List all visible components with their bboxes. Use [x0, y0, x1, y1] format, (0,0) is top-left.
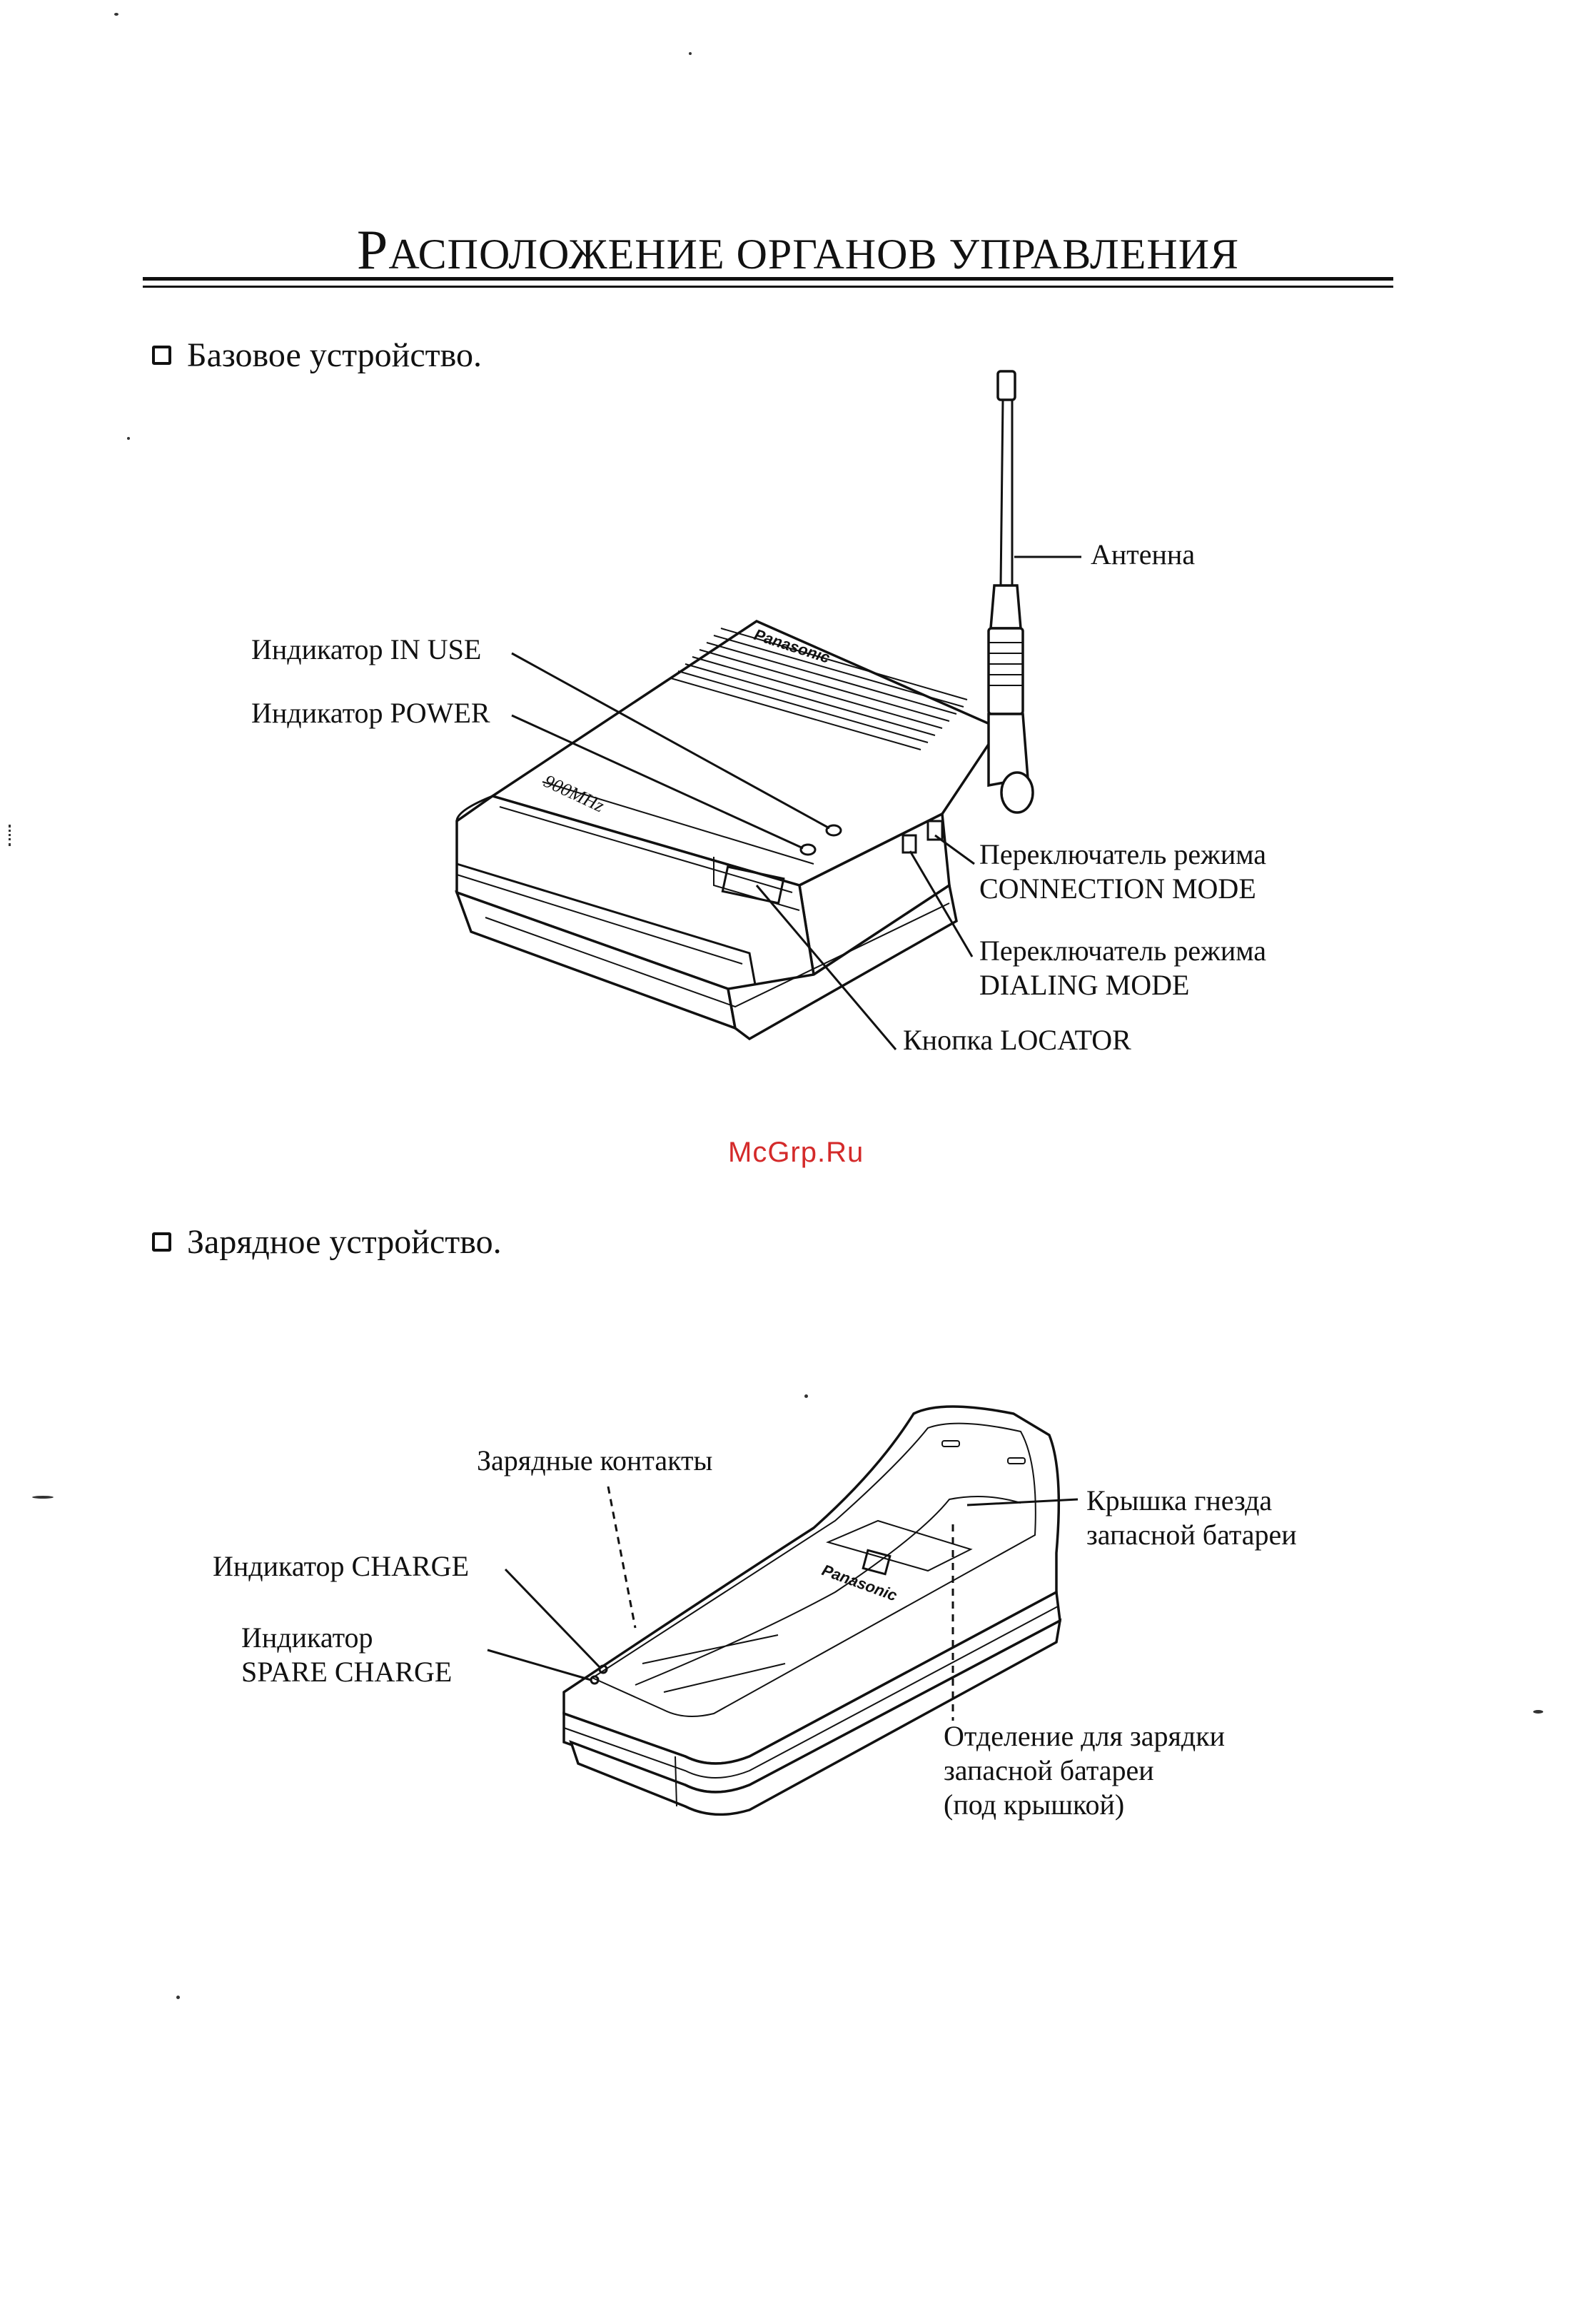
base-unit-heading: Базовое устройство.: [152, 336, 482, 375]
page-title-rest: АСПОЛОЖЕНИЕ ОРГАНОВ УПРАВЛЕНИЯ: [388, 231, 1240, 278]
charger-heading: Зарядное устройство.: [152, 1222, 502, 1262]
spare-compartment-label-line3: (под крышкой): [944, 1789, 1125, 1821]
title-rule-thick: [143, 277, 1393, 281]
spare-compartment-label-line2: запасной батареи: [944, 1754, 1154, 1786]
scan-speck: [689, 52, 692, 55]
scan-speck: [804, 1394, 808, 1398]
antenna: [987, 370, 1034, 814]
in-use-led: [825, 824, 842, 837]
charge-contacts-label: Зарядные контакты: [477, 1444, 713, 1477]
connection-mode-label-line1: Переключатель режима: [979, 838, 1267, 870]
battery-cover-label-line1: Крышка гнезда: [1086, 1484, 1273, 1516]
in-use-indicator-label: Индикатор IN USE: [251, 633, 482, 665]
power-indicator-label: Индикатор POWER: [251, 697, 490, 729]
charger-heading-text: Зарядное устройство.: [187, 1223, 502, 1261]
spare-charge-label-line1: Индикатор: [241, 1621, 373, 1654]
dialing-mode-label-line1: Переключатель режима: [979, 935, 1267, 967]
dialing-mode-label: Переключатель режима DIALING MODE: [979, 934, 1266, 1002]
speaker-grille: [670, 628, 968, 750]
scan-speck: [9, 825, 21, 846]
scan-speck: [127, 437, 130, 440]
spare-charge-indicator-label: Индикатор SPARE CHARGE: [241, 1621, 452, 1689]
charger-illustration: Panasonic: [487, 1405, 1079, 1816]
dialing-mode-switch[interactable]: [901, 834, 917, 854]
connection-mode-label-line2: CONNECTION MODE: [979, 872, 1256, 905]
scan-speck: [32, 1496, 54, 1499]
charge-indicator-label: Индикатор CHARGE: [213, 1550, 470, 1582]
antenna-label: Антенна: [1091, 538, 1196, 570]
dialing-mode-label-line2: DIALING MODE: [979, 969, 1190, 1001]
locator-button[interactable]: [721, 865, 785, 905]
scan-speck: [176, 1996, 180, 1999]
battery-cover-label: Крышка гнезда запасной батареи: [1086, 1484, 1297, 1552]
title-rule-thin: [143, 286, 1393, 288]
page-title: РАСПОЛОЖЕНИЕ ОРГАНОВ УПРАВЛЕНИЯ: [143, 218, 1453, 282]
watermark: McGrp.Ru: [728, 1137, 864, 1168]
connection-mode-switch[interactable]: [926, 820, 944, 841]
locator-button-label: Кнопка LOCATOR: [903, 1024, 1131, 1056]
base-unit-illustration: Panasonic 900MHz: [455, 370, 1081, 1050]
battery-cover-label-line2: запасной батареи: [1086, 1519, 1297, 1551]
scan-speck: [114, 13, 118, 16]
spare-charge-label-line2: SPARE CHARGE: [241, 1656, 453, 1688]
scan-speck: [1533, 1710, 1543, 1714]
battery-cover-latch[interactable]: [862, 1549, 892, 1576]
spare-compartment-label: Отделение для зарядки запасной батареи (…: [944, 1719, 1225, 1822]
page-title-initial: Р: [356, 218, 389, 281]
base-unit-heading-text: Базовое устройство.: [187, 336, 482, 374]
checkbox-icon: [152, 346, 171, 365]
charge-led: [598, 1664, 608, 1674]
power-led: [799, 843, 817, 856]
spare-compartment-label-line1: Отделение для зарядки: [944, 1720, 1226, 1752]
connection-mode-label: Переключатель режима CONNECTION MODE: [979, 837, 1266, 906]
checkbox-icon: [152, 1232, 171, 1252]
